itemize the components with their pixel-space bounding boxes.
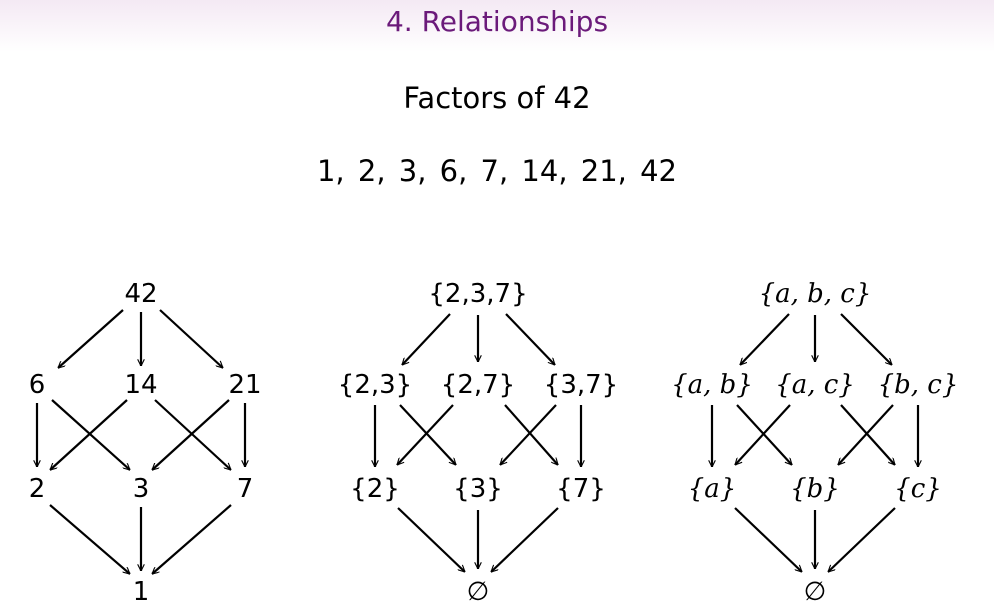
edge-27-7 (504, 404, 558, 465)
factor-list: 1, 2, 3, 6, 7, 14, 21, 42 (316, 154, 677, 188)
edge-42-6 (58, 309, 124, 368)
edge-abc-bc (840, 313, 892, 365)
edge-2-empty (397, 507, 465, 572)
node-right-label: {3,7} (544, 370, 618, 400)
edge-23-3 (399, 404, 456, 465)
node-left-label: 6 (29, 370, 46, 400)
node-bottom-label: ∅ (804, 577, 827, 607)
node-bottom-right-label: 7 (237, 474, 254, 504)
node-bottom-right-label: {c} (894, 474, 942, 504)
node-bottom-mid-label: 3 (133, 474, 150, 504)
node-right-label: {b, c} (878, 370, 959, 400)
node-left-label: {a, b} (671, 370, 753, 400)
node-top-label: {2,3,7} (428, 279, 527, 309)
edge-7-1 (152, 504, 232, 575)
edge-237-37 (505, 313, 555, 365)
edge-abc-ab (740, 313, 790, 365)
node-top-label: {a, b, c} (759, 279, 872, 309)
node-bottom-left-label: 2 (29, 474, 46, 504)
edge-14-2 (50, 399, 128, 470)
edge-a-empty (734, 507, 802, 572)
frame-title-bar: 4. Relationships (0, 0, 994, 52)
node-bottom-right-label: {7} (556, 474, 606, 504)
node-right-label: 21 (228, 370, 261, 400)
node-mid-label: 14 (124, 370, 157, 400)
edge-27-2 (397, 404, 454, 465)
node-mid-label: {2,7} (441, 370, 515, 400)
edge-21-3 (152, 399, 230, 470)
slide-subtitle: Factors of 42 (403, 81, 591, 115)
edge-42-21 (159, 309, 223, 368)
node-bottom-label: ∅ (467, 577, 490, 607)
edge-ac-a (735, 404, 791, 465)
edge-14-7 (154, 399, 231, 470)
node-top-label: 42 (124, 279, 157, 309)
edge-ac-c (840, 404, 895, 465)
prime-subset-lattice: {2,3,7} {2,3} {2,7} {3,7} {2} {3} {7} ∅ (338, 279, 618, 607)
edge-6-3 (51, 399, 130, 470)
edge-ab-b (736, 404, 792, 465)
node-bottom-left-label: {2} (350, 474, 400, 504)
edge-2-1 (49, 504, 130, 575)
edge-bc-b (838, 404, 894, 465)
edge-237-23 (402, 313, 451, 365)
node-bottom-mid-label: {b} (790, 474, 840, 504)
node-bottom-left-label: {a} (688, 474, 737, 504)
node-bottom-label: 1 (133, 577, 150, 607)
edge-7-empty (491, 507, 559, 572)
node-mid-label: {a, c} (775, 370, 855, 400)
edge-c-empty (828, 507, 896, 572)
divisor-lattice: 42 6 14 21 2 3 7 1 (29, 279, 262, 607)
letter-subset-lattice: {a, b, c} {a, b} {a, c} {b, c} {a} {b} {… (671, 279, 958, 607)
edge-37-3 (500, 404, 557, 465)
node-left-label: {2,3} (338, 370, 412, 400)
frame-title: 4. Relationships (385, 5, 609, 38)
node-bottom-mid-label: {3} (453, 474, 503, 504)
